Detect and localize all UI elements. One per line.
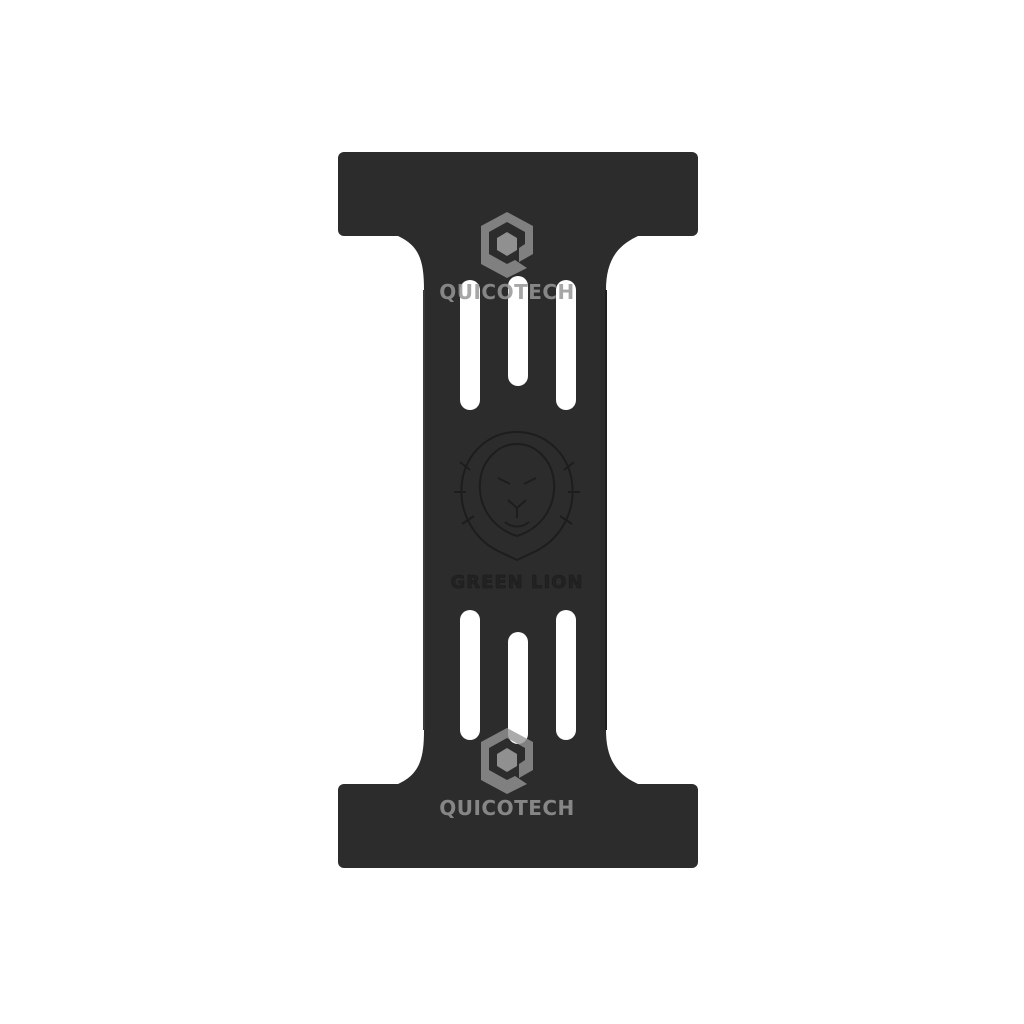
engraving-text: GREEN LION xyxy=(450,572,583,593)
top-cap xyxy=(338,152,698,236)
bottom-cap xyxy=(338,784,698,868)
lion-head-logo xyxy=(454,430,580,562)
